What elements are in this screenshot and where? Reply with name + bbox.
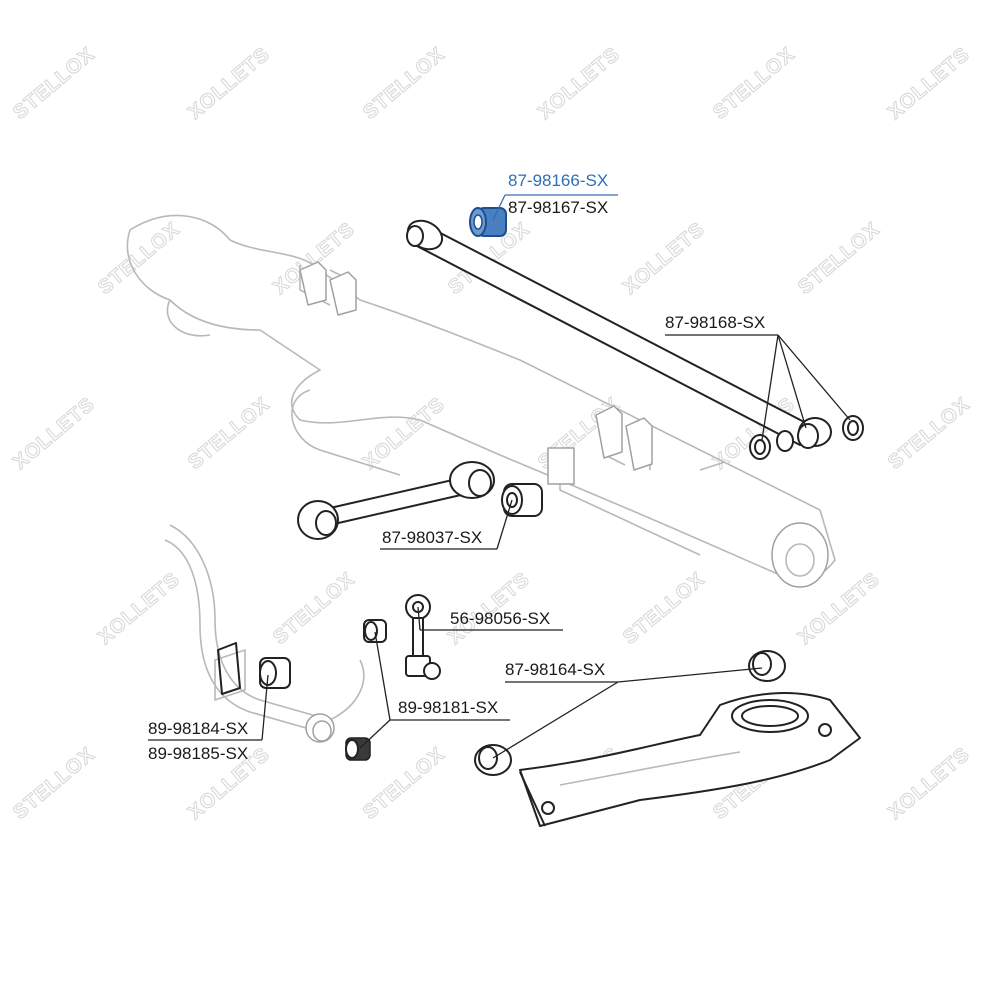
- part-label-87-98167: 87-98167-SX: [508, 198, 609, 217]
- bushing-87-98166: [469, 207, 507, 237]
- part-label-89-98184: 89-98184-SX: [148, 719, 249, 738]
- leader-lines: [148, 194, 851, 759]
- part-label-87-98166: 87-98166-SX: [508, 171, 609, 190]
- stabilizer-bushing-89-98184: [217, 642, 291, 695]
- link-bushing-89-98181: [312, 619, 387, 761]
- part-label-87-98037: 87-98037-SX: [382, 528, 483, 547]
- axle-housing: [126, 214, 836, 588]
- part-label-89-98185: 89-98185-SX: [148, 744, 249, 763]
- lateral-rod: [406, 219, 832, 449]
- part-label-87-98168: 87-98168-SX: [665, 313, 766, 332]
- stabilizer-link-56-98056: [405, 594, 441, 680]
- lower-arm-87-98164: [474, 650, 861, 827]
- part-label-89-98181: 89-98181-SX: [398, 698, 499, 717]
- part-label-87-98164: 87-98164-SX: [505, 660, 606, 679]
- part-label-56-98056: 56-98056-SX: [450, 609, 551, 628]
- bushing-set-87-98168: [749, 415, 864, 460]
